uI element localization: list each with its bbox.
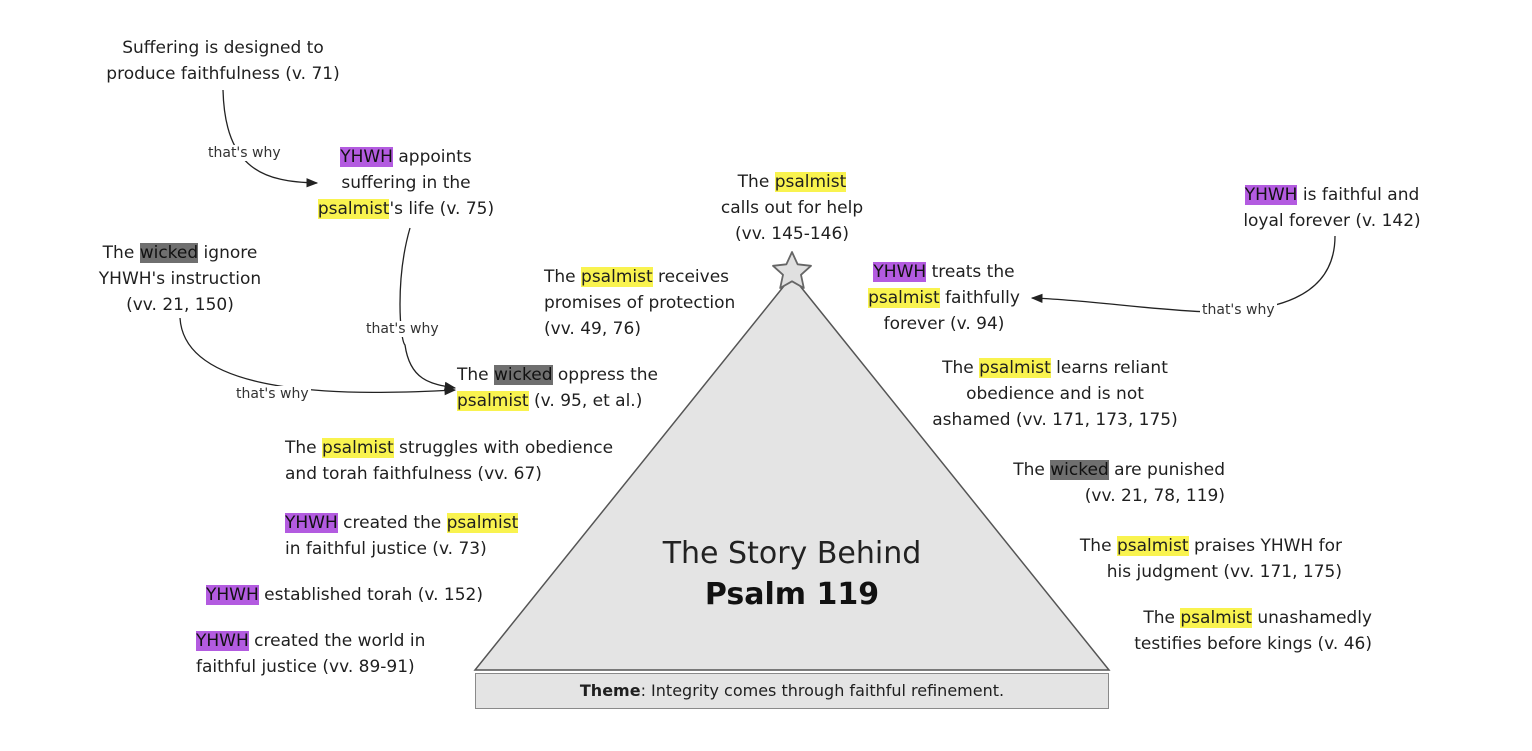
note-yhwh-appoints: YHWH appoints suffering in the psalmist'… (317, 147, 495, 219)
psalmist-highlight: psalmist (1116, 536, 1189, 556)
psalmist-highlight: psalmist (446, 513, 519, 533)
wicked-highlight: wicked (494, 365, 553, 385)
psalmist-highlight: psalmist (322, 438, 394, 458)
arrow-appoints-to-oppress (399, 227, 457, 391)
yhwh-highlight: YHWH (340, 147, 393, 167)
note-created-world: YHWH created the world in faithful justi… (196, 631, 426, 677)
psalmist-highlight: psalmist (1180, 608, 1252, 628)
psalmist-highlight: psalmist (457, 391, 529, 411)
arrow-suffering-to-appoints (222, 89, 319, 188)
story-pyramid (473, 274, 1111, 671)
wicked-highlight: wicked (1050, 460, 1109, 480)
wicked-highlight: wicked (139, 243, 199, 263)
yhwh-highlight: YHWH (196, 631, 249, 651)
note-struggles: The psalmist struggles with obedience an… (285, 438, 614, 484)
star-icon (772, 251, 812, 289)
note-treats-faithfully: YHWH treats the psalmist faithfully fore… (868, 262, 1020, 334)
title-line-1: The Story Behind (662, 536, 922, 571)
note-wicked-punished: The wicked are punished (vv. 21, 78, 119… (1013, 460, 1225, 506)
psalmist-highlight: psalmist (317, 199, 390, 219)
note-established-torah: YHWH established torah (v. 152) (206, 585, 484, 605)
theme-text: : Integrity comes through faithful refin… (640, 681, 1005, 700)
psalmist-highlight: psalmist (868, 288, 940, 308)
title-line-2: Psalm 119 (704, 577, 880, 612)
note-faithful-loyal: YHWH is faithful and loyal forever (v. 1… (1243, 185, 1421, 231)
note-learns-obedience: The psalmist learns reliant obedience an… (932, 358, 1178, 430)
arrow-faithful-to-treats (1030, 235, 1336, 313)
note-calls-out: The psalmist calls out for help (vv. 145… (720, 172, 864, 244)
note-created-psalmist: YHWH created the psalmist in faithful ju… (285, 513, 519, 559)
yhwh-highlight: YHWH (1244, 185, 1298, 205)
note-wicked-oppress: The wicked oppress the psalmist (v. 95, … (457, 365, 658, 411)
yhwh-highlight: YHWH (873, 262, 927, 282)
psalmist-highlight: psalmist (979, 358, 1051, 378)
yhwh-highlight: YHWH (285, 513, 338, 533)
note-suffering-designed: Suffering is designed to produce faithfu… (106, 38, 340, 84)
arrow-label-4: that's why (1200, 302, 1277, 318)
psalmist-highlight: psalmist (774, 172, 847, 192)
note-praises: The psalmist praises YHWH for his judgme… (1079, 536, 1342, 582)
note-testifies: The psalmist unashamedly testifies befor… (1134, 608, 1372, 654)
arrow-label-2: that's why (364, 321, 441, 337)
yhwh-highlight: YHWH (206, 585, 259, 605)
note-wicked-ignore: The wicked ignore YHWH's instruction (vv… (98, 243, 262, 315)
psalmist-highlight: psalmist (581, 267, 653, 287)
note-receives-promises: The psalmist receives promises of protec… (544, 267, 736, 339)
arrow-label-1: that's why (206, 145, 283, 161)
arrow-label-3: that's why (234, 386, 311, 402)
theme-box: Theme: Integrity comes through faithful … (475, 673, 1109, 709)
pyramid-title: The Story Behind Psalm 119 (592, 534, 992, 616)
theme-label: Theme (579, 681, 641, 700)
